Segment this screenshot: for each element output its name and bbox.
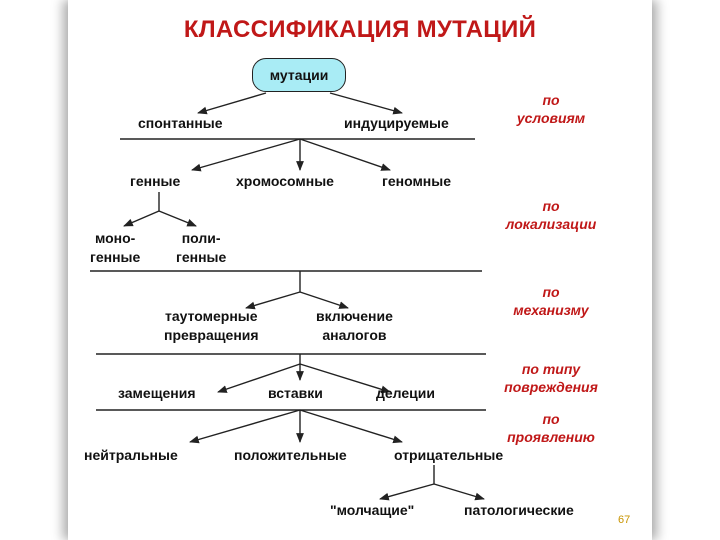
node-chromosomal: хромосомные: [236, 173, 334, 189]
node-genomic: геномные: [382, 173, 451, 189]
node-polygenic-line2: генные: [176, 249, 227, 265]
arrow-to-silent: [379, 483, 435, 501]
node-substitution: замещения: [118, 385, 196, 401]
arrow-to-negative: [299, 409, 403, 444]
category-by-conditions-line1: по: [542, 92, 560, 108]
node-pathological: патологические: [464, 502, 574, 518]
node-neutral: нейтральные: [84, 447, 178, 463]
category-by-mechanism: по механизму: [500, 283, 602, 319]
node-insertion: вставки: [268, 385, 323, 401]
category-by-localization: по локализации: [498, 197, 604, 233]
connector-lines: [90, 92, 486, 501]
category-by-damage-type: по типу повреждения: [496, 360, 606, 396]
category-by-damage-type-line2: повреждения: [504, 379, 598, 395]
category-by-localization-line2: локализации: [505, 216, 597, 232]
page-number: 67: [618, 514, 631, 526]
node-monogenic-line2: генные: [90, 249, 141, 265]
category-by-manifestation-line2: проявлению: [507, 429, 595, 445]
arrow-to-tautomeric: [245, 291, 301, 310]
node-polygenic-line1: поли-: [181, 230, 221, 246]
node-tautomeric-line2: превращения: [164, 327, 259, 343]
category-by-manifestation: по проявлению: [498, 410, 604, 446]
node-deletion: делеции: [376, 385, 435, 401]
root-node-mutations: мутации: [252, 58, 346, 92]
node-analogs-line1: включение: [316, 308, 393, 324]
arrow-to-neutral: [189, 409, 301, 444]
arrow-to-analogs: [299, 291, 349, 309]
category-by-manifestation-line1: по: [542, 411, 560, 427]
category-by-damage-type-line1: по типу: [521, 361, 581, 377]
arrow-to-deletion: [299, 363, 391, 394]
arrow-root-induced: [329, 92, 403, 115]
arrow-to-poly: [158, 210, 197, 227]
category-by-localization-line1: по: [542, 198, 560, 214]
category-by-conditions: по условиям: [500, 91, 602, 127]
node-tautomeric: таутомерные превращения: [164, 307, 259, 345]
category-by-mechanism-line2: механизму: [513, 302, 589, 318]
arrow-to-substitution: [217, 363, 301, 393]
arrow-to-pathological: [433, 483, 485, 501]
slide-title: КЛАССИФИКАЦИЯ МУТАЦИЙ: [183, 16, 537, 43]
category-by-mechanism-line1: по: [542, 284, 560, 300]
node-spontaneous: спонтанные: [138, 115, 223, 131]
node-analogs: включение аналогов: [316, 307, 393, 345]
node-monogenic: моно- генные: [90, 229, 140, 267]
node-induced: индуцируемые: [344, 115, 449, 131]
arrow-to-mono: [123, 210, 160, 227]
node-tautomeric-line1: таутомерные: [165, 308, 258, 324]
node-polygenic: поли- генные: [176, 229, 226, 267]
node-analogs-line2: аналогов: [322, 327, 387, 343]
node-monogenic-line1: моно-: [94, 230, 136, 246]
node-silent: "молчащие": [330, 502, 415, 518]
slide: КЛАССИФИКАЦИЯ МУТАЦИЙ: [68, 0, 652, 540]
category-by-conditions-line2: условиям: [516, 110, 586, 126]
arrow-to-genomic: [299, 138, 391, 171]
arrow-root-spontaneous: [197, 92, 267, 115]
node-gene: генные: [130, 173, 181, 189]
arrow-to-gene: [191, 138, 301, 172]
node-negative: отрицательные: [394, 447, 504, 463]
node-positive: положительные: [234, 447, 347, 463]
